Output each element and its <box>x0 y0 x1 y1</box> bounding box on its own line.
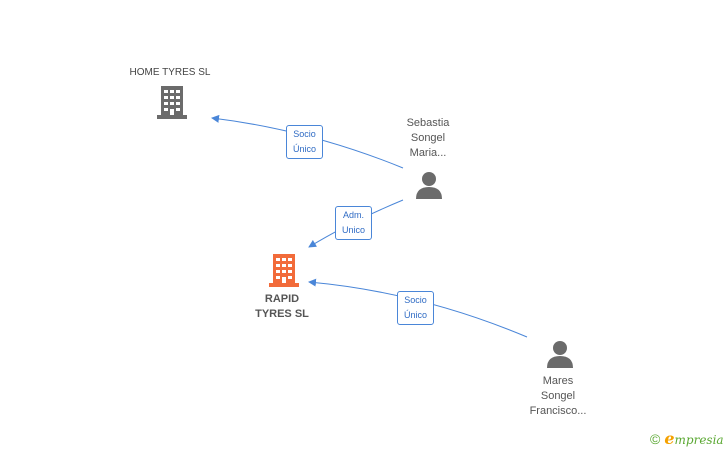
edge-label-socio-unico: Socio Único <box>286 125 324 159</box>
copyright-symbol: © <box>650 430 661 447</box>
edge-label-socio-unico: Socio Único <box>397 291 435 325</box>
node-label-home-tyres[interactable]: HOME TYRES SL <box>129 67 211 78</box>
brand-watermark: © empresia <box>650 429 724 448</box>
empresia-logo: empresia <box>664 429 724 448</box>
focus-building-icon[interactable] <box>267 252 301 288</box>
node-label-sebastia[interactable]: Sebastia Songel Maria... <box>406 117 450 159</box>
person-icon[interactable] <box>414 170 444 200</box>
building-icon[interactable] <box>155 84 189 120</box>
node-label-mares[interactable]: Mares Songel Francisco... <box>529 375 587 417</box>
node-label-rapid-tyres[interactable]: RAPID TYRES SL <box>255 293 309 320</box>
edge-label-adm-unico: Adm. Unico <box>335 206 373 240</box>
person-icon[interactable] <box>545 339 575 369</box>
